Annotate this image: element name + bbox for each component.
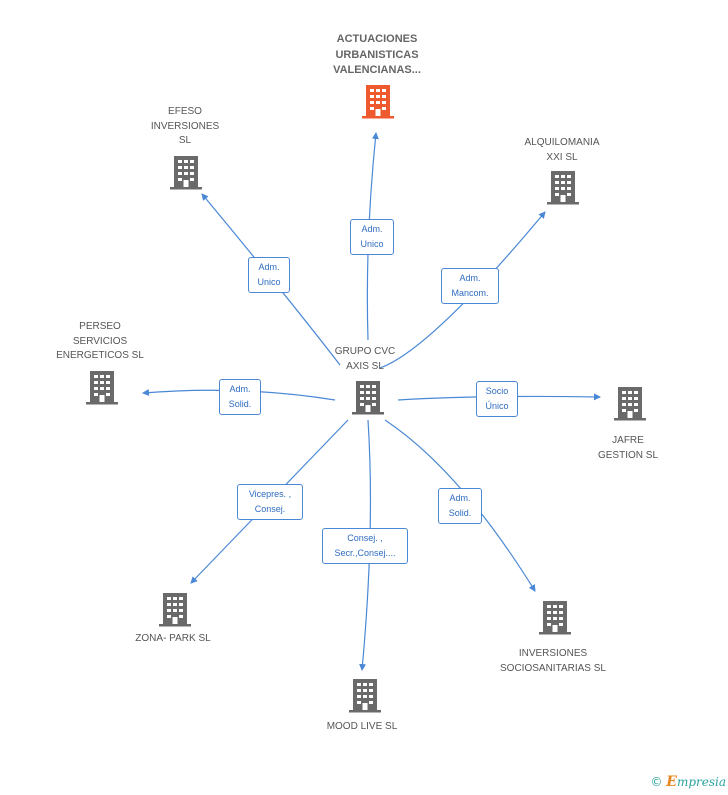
role-label-inversiones[interactable]: Adm. Solid. [438,488,482,524]
center-building-icon[interactable] [352,381,384,415]
company-label-jafre[interactable]: JAFRE GESTION SL [597,435,658,461]
copyright-symbol: © [650,775,663,789]
role-label-moodlive[interactable]: Consej. , Secr.,Consej.... [322,528,408,564]
edge-alquilomania [379,211,546,369]
role-label-alquilomania[interactable]: Adm. Mancom. [441,268,499,304]
role-label-jafre[interactable]: Socio Único [476,381,518,417]
building-icon[interactable] [547,171,579,205]
building-icon[interactable] [159,593,191,627]
company-label-zonapark[interactable]: ZONA- PARK SL [135,633,211,644]
center-company-label[interactable]: GRUPO CVC AXIS SL [334,346,396,372]
building-icon[interactable] [349,679,381,713]
company-label-alquilomania[interactable]: ALQUILOMANIA XXI SL [524,137,600,163]
edge-inversiones [384,419,536,592]
building-icon[interactable] [539,601,571,635]
company-label-perseo[interactable]: PERSEO SERVICIOS ENERGETICOS SL [56,321,144,361]
empresia-brand[interactable]: © Empresia [650,774,726,790]
building-icon[interactable] [362,85,394,119]
company-label-actuaciones[interactable]: ACTUACIONES URBANISTICAS VALENCIANAS... [333,33,421,76]
building-icon[interactable] [170,156,202,190]
company-label-moodlive[interactable]: MOOD LIVE SL [326,721,398,732]
role-label-perseo[interactable]: Adm. Solid. [219,379,261,415]
brand-initial: E [666,774,677,790]
role-label-zonapark[interactable]: Vicepres. , Consej. [237,484,303,520]
brand-rest: mpresia [676,775,726,789]
company-label-inversiones[interactable]: INVERSIONES SOCIOSANITARIAS SL [500,648,606,674]
building-icon[interactable] [86,371,118,405]
company-label-efeso[interactable]: EFESO INVERSIONES SL [150,106,220,146]
role-label-efeso[interactable]: Adm. Unico [248,257,290,293]
building-icon[interactable] [614,387,646,421]
role-label-actuaciones[interactable]: Adm. Unico [350,219,394,255]
